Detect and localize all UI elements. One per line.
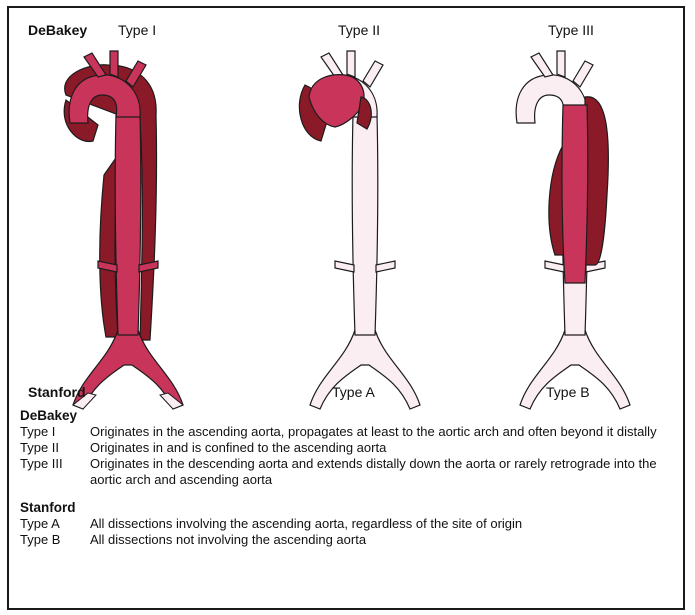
type-i-label: Type I <box>118 22 156 38</box>
type-b-label: Type B <box>546 384 590 400</box>
legend-row: Type I Originates in the ascending aorta… <box>20 424 675 440</box>
legend-row: Type III Originates in the descending ao… <box>20 456 675 488</box>
legend-row: Type B All dissections not involving the… <box>20 532 675 548</box>
legend-type: Type III <box>20 456 90 488</box>
type-ii-label: Type II <box>338 22 380 38</box>
legend-type: Type B <box>20 532 90 548</box>
type-iii-label: Type III <box>548 22 594 38</box>
classification-legend: DeBakey Type I Originates in the ascendi… <box>20 408 675 548</box>
debakey-legend-title: DeBakey <box>20 408 675 424</box>
type-ii-aorta <box>299 51 420 409</box>
stanford-heading: Stanford <box>28 384 86 400</box>
legend-type: Type A <box>20 516 90 532</box>
legend-description: All dissections not involving the ascend… <box>90 532 675 548</box>
legend-row: Type A All dissections involving the asc… <box>20 516 675 532</box>
debakey-heading: DeBakey <box>28 22 87 38</box>
type-iii-aorta <box>516 51 630 409</box>
legend-type: Type II <box>20 440 90 456</box>
legend-description: Originates in and is confined to the asc… <box>90 440 675 456</box>
stanford-legend-title: Stanford <box>20 500 675 516</box>
legend-description: All dissections involving the ascending … <box>90 516 675 532</box>
type-a-label: Type A <box>332 384 375 400</box>
legend-row: Type II Originates in and is confined to… <box>20 440 675 456</box>
legend-type: Type I <box>20 424 90 440</box>
legend-description: Originates in the ascending aorta, propa… <box>90 424 675 440</box>
legend-description: Originates in the descending aorta and e… <box>90 456 675 488</box>
type-i-aorta <box>64 51 183 409</box>
